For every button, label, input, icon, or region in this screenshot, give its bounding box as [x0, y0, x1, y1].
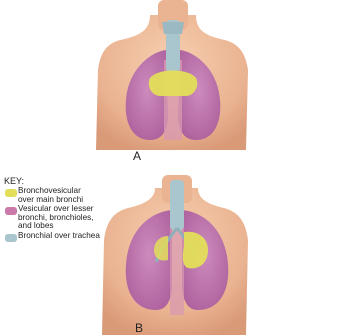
key-item-label: Vesicular over lesser bronchi, bronchiol… [18, 205, 169, 231]
bronchovesicular-swatch [5, 189, 17, 197]
trachea-b [170, 180, 184, 230]
key-title: KEY: [4, 176, 169, 186]
bronchovesicular-zone-a [149, 71, 198, 97]
larynx-a [162, 22, 184, 34]
panel-label-b: B [135, 322, 143, 334]
key-item-bronchovesicular: Bronchovesicular over main bronchi [4, 187, 169, 204]
figure-a-front-torso [96, 0, 248, 150]
key-item-label: Bronchovesicular over main bronchi [18, 187, 169, 204]
panel-label-a: A [133, 150, 141, 162]
key-item-vesicular: Vesicular over lesser bronchi, bronchiol… [4, 205, 169, 231]
key-item-bronchial: Bronchial over trachea [4, 232, 169, 241]
key-item-label: Bronchial over trachea [18, 232, 169, 241]
vesicular-swatch [5, 207, 17, 215]
key-legend: KEY: Bronchovesicular over main bronchi … [4, 176, 169, 242]
bronchial-swatch [5, 234, 17, 242]
